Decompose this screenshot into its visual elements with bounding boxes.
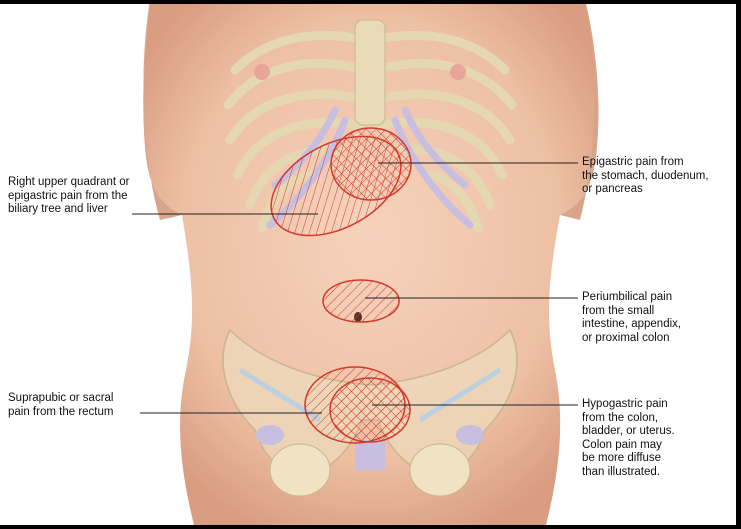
- pain-zone-epigastric: [330, 127, 412, 201]
- label-periumbilical: Periumbilical pain from the small intest…: [582, 291, 682, 344]
- leader-lines: [132, 162, 578, 414]
- frame-top: [0, 0, 741, 4]
- right-nipple: [450, 64, 466, 80]
- label-ruq: Right upper quadrant or epigastric pain …: [8, 176, 130, 215]
- left-arm: [143, 0, 182, 220]
- pain-zone-periumbilical: [322, 279, 400, 323]
- label-suprapubic: Suprapubic or sacral pain from the rectu…: [8, 392, 114, 418]
- left-nipple: [254, 64, 270, 80]
- frame-right: [736, 0, 741, 529]
- pain-zone-hypogastric: [329, 377, 411, 443]
- frame-bottom: [0, 525, 741, 529]
- label-epigastric: Epigastric pain from the stomach, duoden…: [582, 156, 709, 195]
- label-hypogastric: Hypogastric pain from the colon, bladder…: [582, 398, 675, 478]
